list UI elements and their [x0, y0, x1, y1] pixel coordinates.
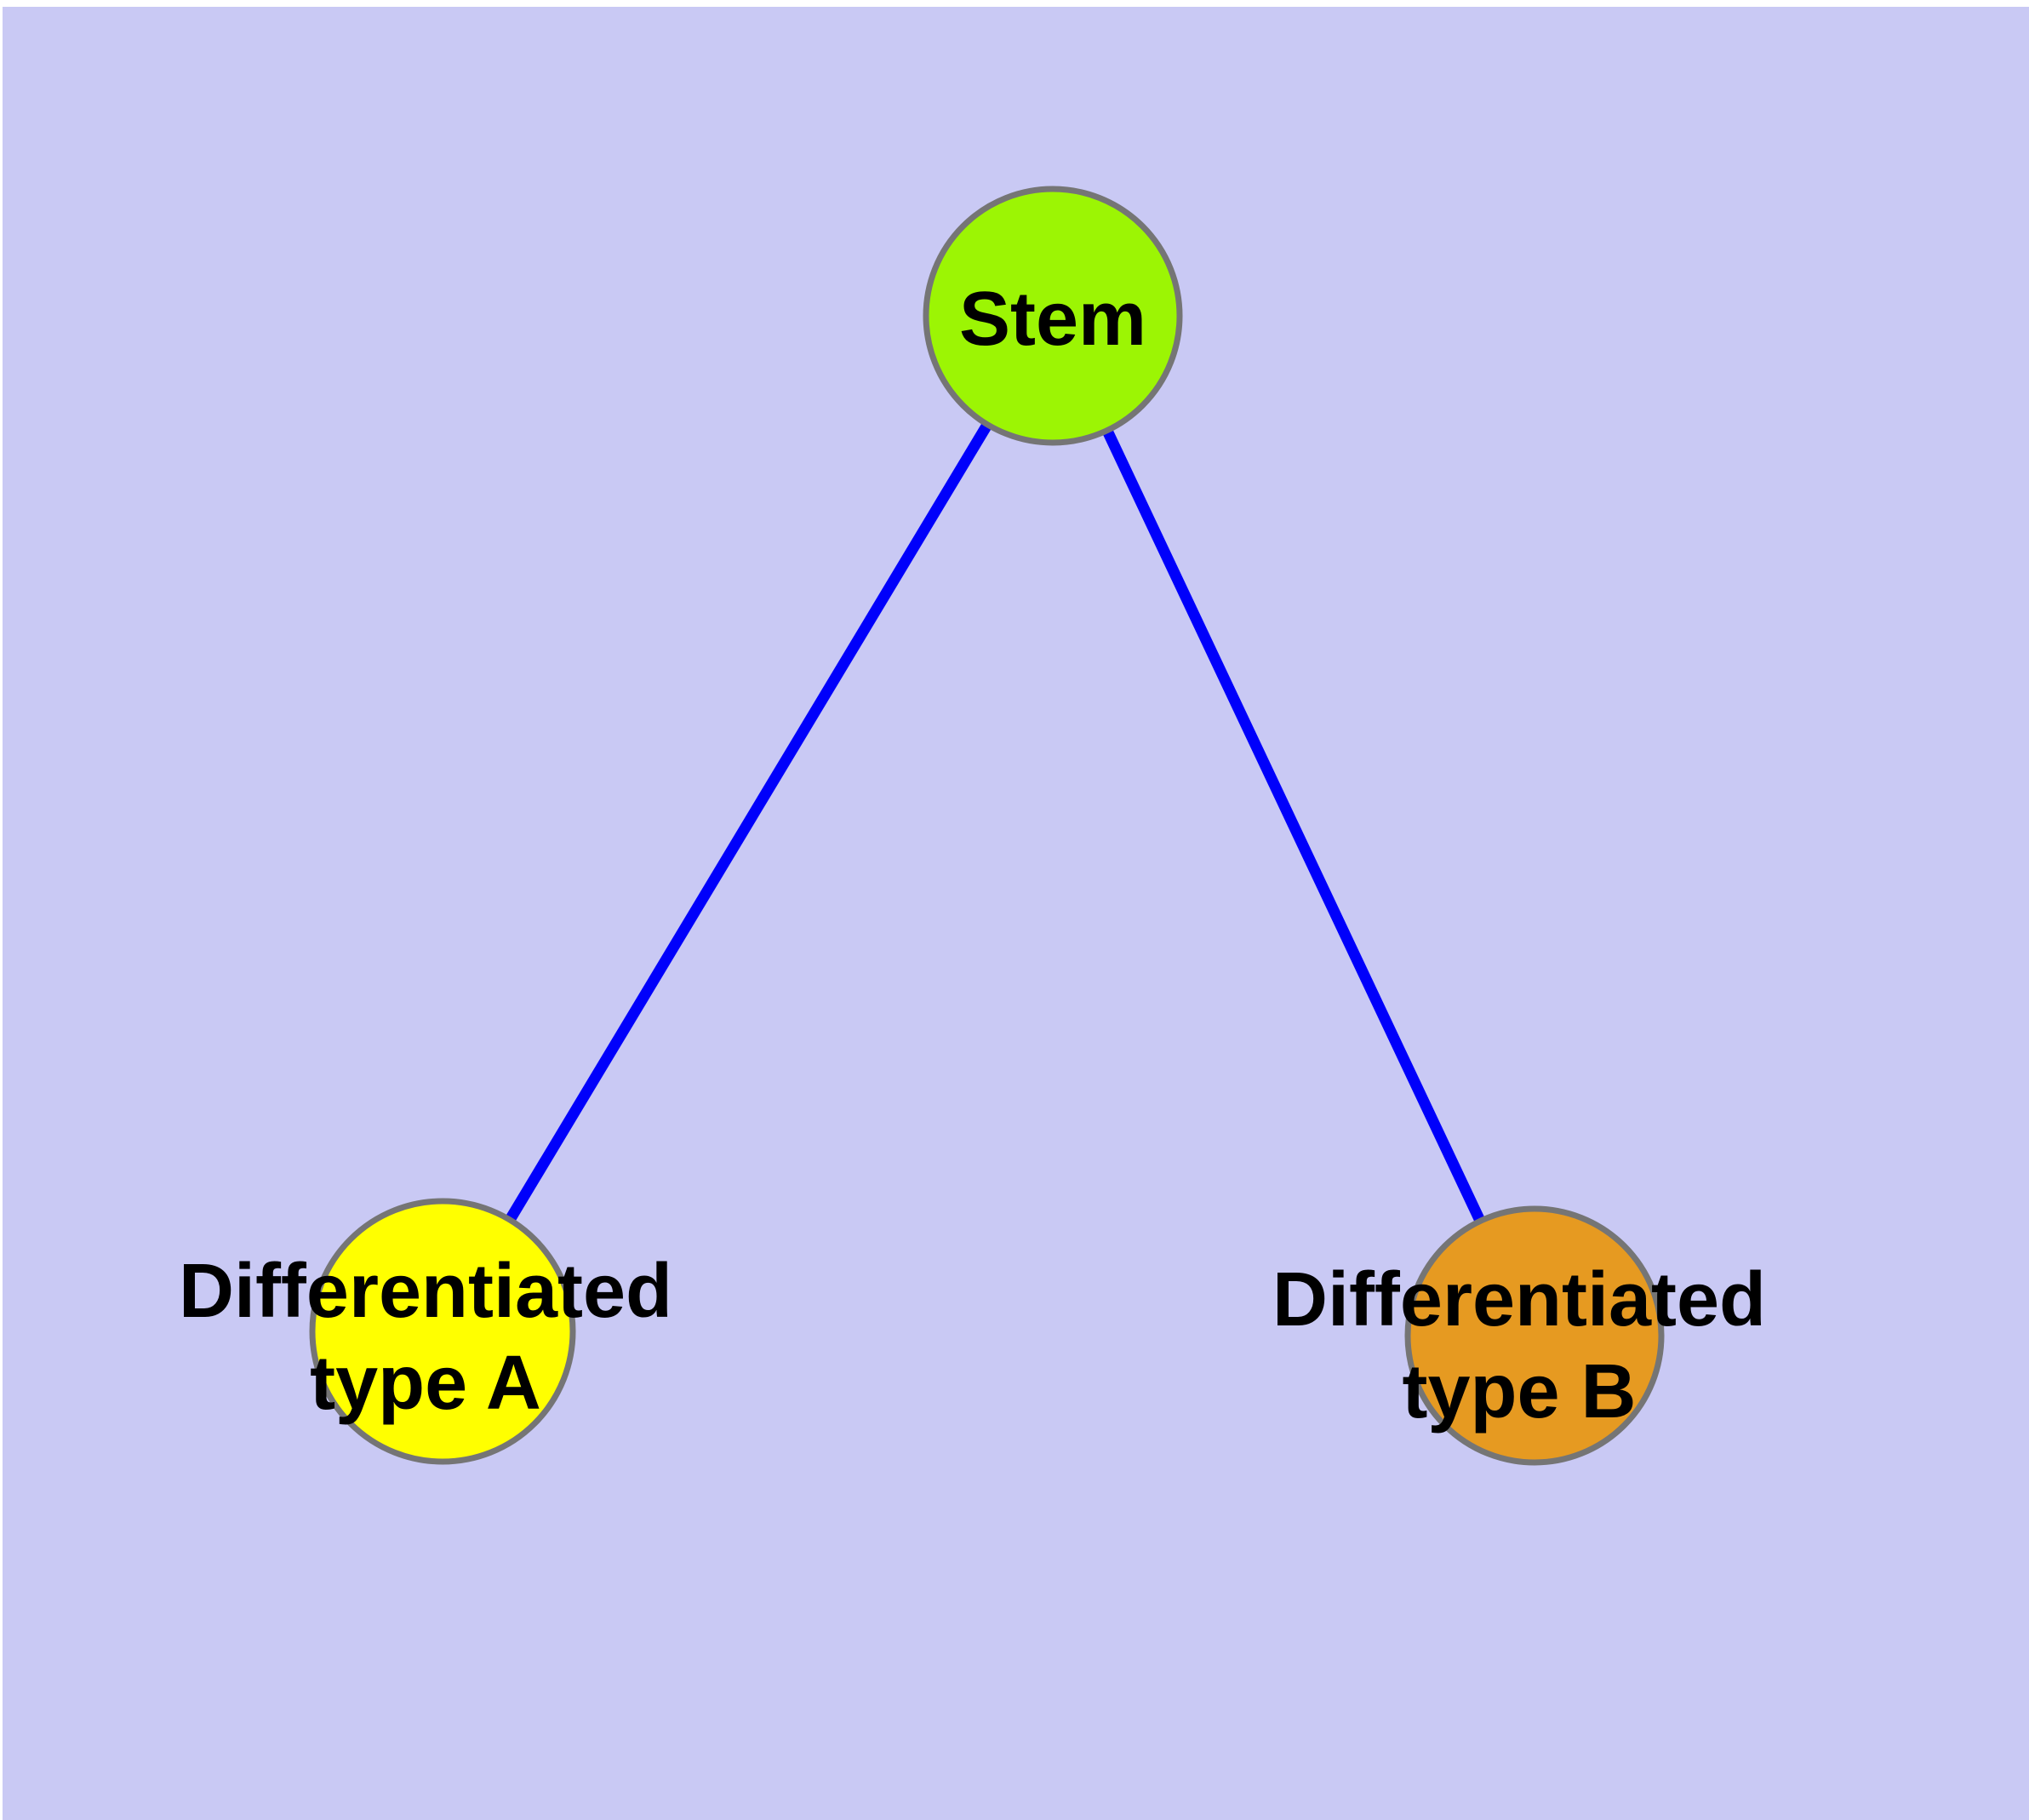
node-stem: Stem — [923, 186, 1183, 446]
edge-stem-to-type-b — [1102, 428, 1485, 1223]
node-differentiated-type-a-label-line1: Differentiated — [179, 1249, 672, 1334]
edge-stem-to-type-a — [505, 421, 992, 1223]
node-differentiated-type-b-label-line1: Differentiated — [1272, 1257, 1766, 1342]
node-differentiated-type-a-label-line2: type A — [310, 1341, 541, 1426]
node-differentiated-type-a-circle — [309, 1198, 576, 1465]
edge-layer — [505, 421, 1485, 1223]
node-stem-circle — [923, 186, 1183, 446]
node-differentiated-type-b-label-line2: type B — [1402, 1349, 1636, 1434]
node-differentiated-type-b: Differentiated type B — [1272, 1205, 1766, 1466]
node-stem-label: Stem — [959, 277, 1146, 362]
node-differentiated-type-a: Differentiated type A — [179, 1198, 672, 1465]
node-differentiated-type-b-circle — [1404, 1205, 1665, 1466]
